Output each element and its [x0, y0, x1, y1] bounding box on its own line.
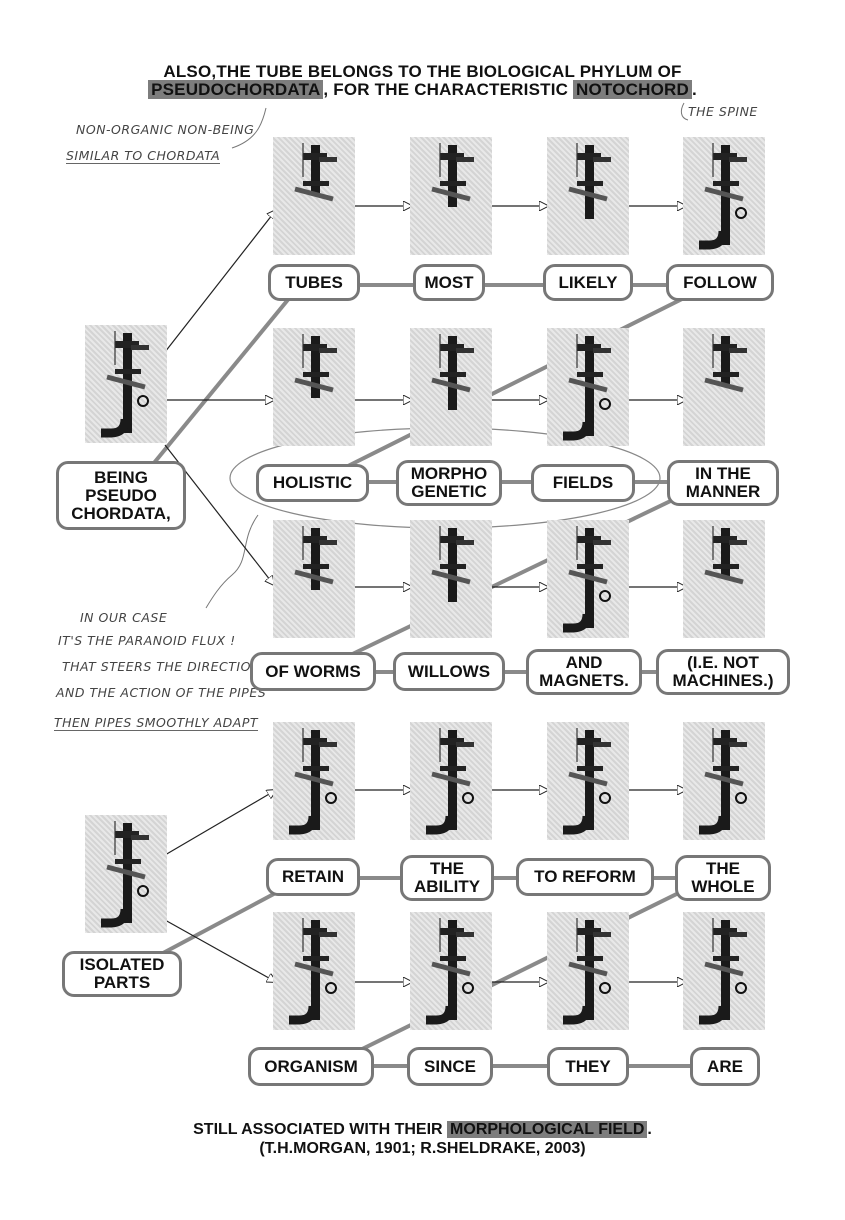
highlight-morphological-field: MORPHOLOGICAL FIELD [447, 1121, 648, 1138]
word-box-and-magnets: AND MAGNETS. [526, 649, 642, 695]
word-box-not-machines: (I.E. NOT MACHINES.) [656, 649, 790, 695]
header-line-1: ALSO,THE TUBE BELONGS TO THE BIOLOGICAL … [0, 62, 845, 82]
pipe-sketch-icon [294, 143, 337, 202]
word-box-willows: WILLOWS [393, 652, 505, 691]
footer-text-a: STILL ASSOCIATED WITH THEIR [193, 1121, 448, 1138]
flow-arrows [163, 206, 686, 982]
pipe-sketch-icon [563, 334, 611, 441]
pipe-photo [85, 815, 167, 933]
header-mid: , FOR THE CHARACTERISTIC [323, 80, 574, 99]
ellipse-tail [205, 514, 259, 609]
pipe-sketch-icon [431, 143, 474, 207]
word-box-tubes: TUBES [268, 264, 360, 301]
footer-line-1: STILL ASSOCIATED WITH THEIR MORPHOLOGICA… [0, 1121, 845, 1139]
word-box-isolated-parts: ISOLATED PARTS [62, 951, 182, 997]
pipe-photo [547, 520, 629, 638]
pipe-photo [410, 520, 492, 638]
word-box-the-whole: THE WHOLE [675, 855, 771, 901]
annotation-case-3: THAT STEERS THE DIRECTION [62, 659, 261, 674]
pipe-sketch-icon [426, 918, 474, 1025]
word-box-in-the-manner: IN THE MANNER [667, 460, 779, 506]
footer-text-b: . [647, 1121, 652, 1138]
annotation-case-1: IN OUR CASE [80, 610, 168, 625]
pipe-sketch-icon [294, 526, 337, 590]
pipe-photo [273, 912, 355, 1030]
pipe-sketch-icon [431, 334, 474, 410]
word-box-retain: RETAIN [266, 858, 360, 896]
pipe-photo [273, 722, 355, 840]
footer-line-2: (T.H.MORGAN, 1901; R.SHELDRAKE, 2003) [259, 1140, 586, 1157]
pipe-sketch-icon [101, 821, 149, 928]
highlight-pseudochordata: PSEUDOCHORDATA [148, 80, 324, 99]
pipe-photo [547, 328, 629, 446]
pipe-photo [273, 137, 355, 255]
pipe-sketch-icon [704, 526, 747, 585]
pipe-sketch-icon [294, 334, 337, 398]
pipe-sketch-icon [101, 331, 149, 438]
bracket-spine [680, 102, 689, 121]
annotation-non-organic-1: NON-ORGANIC NON-BEING [76, 122, 255, 137]
pipe-sketch-icon [563, 918, 611, 1025]
pipe-sketch-icon [563, 728, 611, 835]
annotation-non-organic-2: SIMILAR TO CHORDATA [66, 148, 221, 164]
word-box-the-ability: THE ABILITY [400, 855, 494, 901]
header-line-2: PSEUDOCHORDATA, FOR THE CHARACTERISTIC N… [0, 80, 845, 100]
pipe-sketch-icon [426, 728, 474, 835]
word-box-to-reform: TO REFORM [516, 858, 654, 896]
word-box-likely: LIKELY [543, 264, 633, 301]
word-box-organism: ORGANISM [248, 1047, 374, 1086]
pipe-sketch-icon [431, 526, 474, 602]
pipe-photo [547, 722, 629, 840]
bracket-non-organic [231, 107, 267, 149]
pipe-sketch-icon [568, 143, 611, 219]
word-box-holistic: HOLISTIC [256, 464, 369, 502]
header-end: . [691, 80, 697, 99]
word-box-being-pseudo-chordata: BEING PSEUDO CHORDATA, [56, 461, 186, 530]
word-box-since: SINCE [407, 1047, 493, 1086]
pipe-photo [273, 328, 355, 446]
pipe-photo [410, 912, 492, 1030]
pipe-sketch-icon [289, 728, 337, 835]
pipe-photo [410, 328, 492, 446]
pipe-sketch-icon [289, 918, 337, 1025]
pipe-sketch-icon [699, 143, 747, 250]
header-text: ALSO,THE TUBE BELONGS TO THE BIOLOGICAL … [163, 62, 682, 81]
word-box-most: MOST [413, 264, 485, 301]
pipe-photo [85, 325, 167, 443]
pipe-photo [683, 722, 765, 840]
pipe-photo [547, 137, 629, 255]
annotation-case-5: THEN PIPES SMOOTHLY ADAPT [54, 715, 259, 731]
pipe-photo [683, 520, 765, 638]
word-box-are: ARE [690, 1047, 760, 1086]
pipe-photo [547, 912, 629, 1030]
pipe-photo [683, 912, 765, 1030]
word-box-they: THEY [547, 1047, 629, 1086]
pipe-sketch-icon [704, 334, 747, 393]
annotation-case-2: IT'S THE PARANOID FLUX ! [58, 633, 236, 648]
pipe-sketch-icon [699, 918, 747, 1025]
pipe-photo [683, 328, 765, 446]
pipe-photo [410, 137, 492, 255]
word-box-morphogenetic: MORPHO GENETIC [396, 460, 502, 506]
word-box-fields: FIELDS [531, 464, 635, 502]
annotation-spine: THE SPINE [688, 104, 758, 119]
highlight-notochord: NOTOCHORD [573, 80, 692, 99]
word-box-of-worms: OF WORMS [250, 652, 376, 691]
pipe-sketch-icon [699, 728, 747, 835]
pipe-photo [273, 520, 355, 638]
annotation-case-4: AND THE ACTION OF THE PIPES [56, 685, 267, 700]
word-box-follow: FOLLOW [666, 264, 774, 301]
pipe-photo [410, 722, 492, 840]
pipe-photo [683, 137, 765, 255]
pipe-sketch-icon [563, 526, 611, 633]
